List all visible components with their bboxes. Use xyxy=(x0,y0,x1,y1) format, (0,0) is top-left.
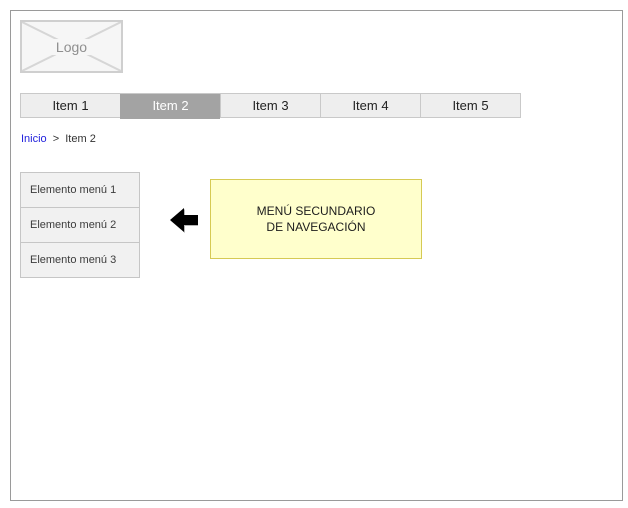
menu-item-2[interactable]: Elemento menú 2 xyxy=(21,207,139,242)
nav-item-5[interactable]: Item 5 xyxy=(420,94,520,117)
wireframe-page: Logo Item 1 Item 2 Item 3 Item 4 Item 5 … xyxy=(10,10,623,501)
menu-item-1[interactable]: Elemento menú 1 xyxy=(30,184,117,196)
logo-label: Logo xyxy=(49,38,94,55)
secondary-menu: Elemento menú 1 Elemento menú 2 Elemento… xyxy=(20,172,140,278)
menu-item-3[interactable]: Elemento menú 3 xyxy=(21,242,139,277)
left-arrow-icon xyxy=(170,208,198,232)
nav-item-3[interactable]: Item 3 xyxy=(220,94,320,117)
annotation-note: MENÚ SECUNDARIO DE NAVEGACIÓN xyxy=(210,179,422,259)
breadcrumb: Inicio > Item 2 xyxy=(21,133,96,145)
logo-placeholder[interactable]: Logo xyxy=(20,20,123,73)
breadcrumb-home-link[interactable]: Inicio xyxy=(21,133,47,145)
primary-nav: Item 1 Item 2 Item 3 Item 4 Item 5 xyxy=(20,93,521,118)
annotation-line2: DE NAVEGACIÓN xyxy=(266,220,366,234)
nav-item-4[interactable]: Item 4 xyxy=(320,94,420,117)
breadcrumb-current: Item 2 xyxy=(65,133,96,145)
nav-item-1[interactable]: Item 1 xyxy=(52,98,89,113)
annotation-line1: MENÚ SECUNDARIO xyxy=(256,204,376,218)
nav-item-2[interactable]: Item 2 xyxy=(120,94,220,117)
breadcrumb-separator: > xyxy=(52,133,60,145)
